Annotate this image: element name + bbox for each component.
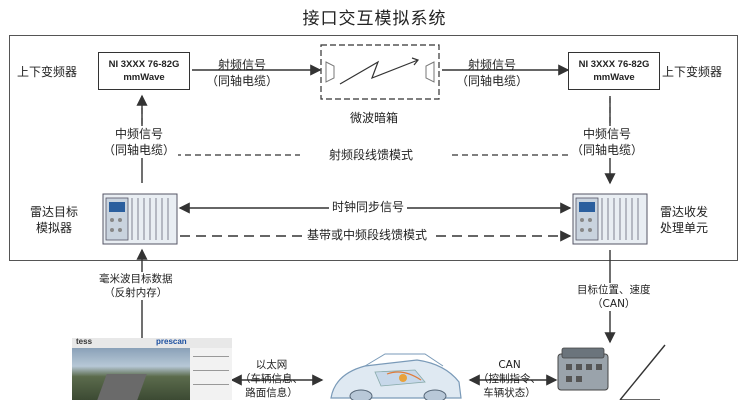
- sim-software-toolbar: tess prescan: [72, 338, 232, 348]
- anechoic-chamber-icon: [320, 44, 440, 100]
- radar-transceiver-line1: 雷达收发: [660, 205, 709, 219]
- baseband-feed-mode-label: 基带或中频段线馈模式: [304, 227, 431, 243]
- target-position-label: 目标位置、速度 （CAN）: [574, 283, 654, 311]
- if-signal-label-left: 中频信号 （同轴电缆）: [100, 126, 179, 158]
- ni-module-right-line2: mmWave: [593, 72, 635, 83]
- rf-feed-dash-right: [452, 98, 611, 156]
- mmwave-data-label: 毫米波目标数据 （反射内存）: [96, 272, 176, 300]
- mmwave-data-line2: （反射内存）: [104, 287, 168, 299]
- can-label: CAN （控制指令、 车辆状态）: [478, 358, 541, 400]
- if-signal-left-line1: 中频信号: [115, 127, 164, 141]
- radar-transceiver-label: 雷达收发 处理单元: [660, 204, 708, 236]
- if-signal-right-line2: （同轴电缆）: [571, 143, 644, 157]
- radar-transceiver-line2: 处理单元: [660, 221, 709, 235]
- rf-signal-right-line2: （同轴电缆）: [456, 74, 529, 88]
- can-line2: （控制指令、: [478, 373, 541, 385]
- rf-signal-left-line2: （同轴电缆）: [206, 74, 279, 88]
- diagram-title: 接口交互模拟系统: [302, 9, 447, 29]
- ni-module-left: NI 3XXX 76-82G mmWave: [98, 52, 190, 90]
- sim-brand-left: tess: [76, 338, 93, 346]
- sim-plot-panel: [190, 348, 232, 400]
- ni-module-left-line1: NI 3XXX 76-82G: [108, 59, 180, 70]
- radar-target-simulator-label: 雷达目标 模拟器: [30, 204, 78, 236]
- clock-sync-label: 时钟同步信号: [329, 199, 408, 215]
- ni-module-right-line1: NI 3XXX 76-82G: [578, 59, 650, 70]
- sim-brand-right: prescan: [156, 338, 187, 346]
- rf-feed-dash-left: [141, 98, 300, 156]
- ecu-device-icon: [557, 347, 609, 391]
- if-signal-right-line1: 中频信号: [583, 127, 632, 141]
- can-line1: CAN: [498, 359, 521, 371]
- mmwave-data-line1: 毫米波目标数据: [99, 273, 173, 285]
- radar-target-sim-line1: 雷达目标: [30, 205, 79, 219]
- ni-module-left-line2: mmWave: [123, 72, 165, 83]
- pxi-chassis-left-icon: [102, 193, 178, 245]
- rf-signal-right-line1: 射频信号: [468, 58, 517, 72]
- rf-feed-mode-label: 射频段线馈模式: [326, 147, 417, 163]
- rf-signal-label-right: 射频信号 （同轴电缆）: [456, 57, 528, 89]
- pxi-chassis-right-icon: [572, 193, 648, 245]
- ethernet-line2: （车辆信息、: [240, 373, 303, 385]
- ni-module-right: NI 3XXX 76-82G mmWave: [568, 52, 660, 90]
- radar-target-sim-line2: 模拟器: [36, 221, 73, 235]
- simulation-software-screenshot: tess prescan: [72, 338, 232, 400]
- target-pos-line2: （CAN）: [592, 298, 636, 310]
- anechoic-chamber-label: 微波暗箱: [350, 111, 399, 125]
- converter-label-left: 上下变频器: [17, 65, 78, 79]
- converter-label-right: 上下变频器: [662, 65, 723, 79]
- ethernet-line3: 路面信息）: [245, 387, 298, 399]
- system-frame: [9, 35, 738, 261]
- if-signal-label-right: 中频信号 （同轴电缆）: [568, 126, 647, 158]
- can-line3: 车辆状态）: [483, 387, 536, 399]
- diagonal-line: [619, 344, 666, 400]
- ethernet-label: 以太网 （车辆信息、 路面信息）: [240, 358, 303, 400]
- vehicle-illustration: [330, 353, 462, 400]
- ethernet-line1: 以太网: [255, 359, 288, 371]
- if-signal-left-line2: （同轴电缆）: [103, 143, 176, 157]
- rf-signal-left-line1: 射频信号: [218, 58, 267, 72]
- rf-signal-label-left: 射频信号 （同轴电缆）: [206, 57, 278, 89]
- target-pos-line1: 目标位置、速度: [577, 284, 651, 296]
